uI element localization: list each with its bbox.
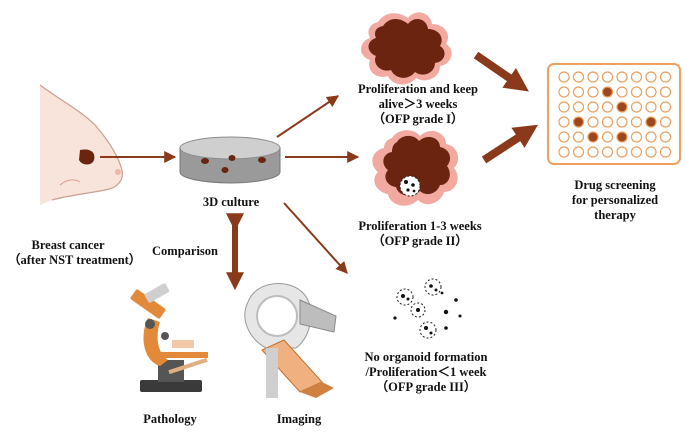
- plate-well: [659, 86, 672, 98]
- screening-line1: Drug screening: [574, 178, 656, 192]
- grade1-line2: alive＞3 weeks: [378, 97, 458, 111]
- source-label: Breast cancer （after NST treatment）: [8, 238, 142, 268]
- plate-well: [587, 86, 599, 98]
- plate-well: [659, 131, 672, 143]
- plate-well: [587, 71, 599, 83]
- plate-well: [558, 71, 570, 83]
- grade3-line3: （OFP grade III）: [375, 380, 477, 394]
- organoid-grade3-icon: [393, 278, 462, 339]
- plate-well: [630, 131, 643, 143]
- grade3-label: No organoid formation /Proliferation＜1 w…: [346, 350, 506, 395]
- source-label-line2: （after NST treatment）: [8, 253, 142, 267]
- plate-well: [572, 146, 585, 158]
- well-plate-icon: [547, 63, 681, 165]
- source-label-line1: Breast cancer: [31, 238, 105, 252]
- pathology-label: Pathology: [143, 412, 197, 426]
- microscope-icon: [130, 283, 208, 392]
- plate-well: [659, 146, 672, 158]
- plate-well: [558, 116, 570, 128]
- plate-well-filled: [572, 116, 585, 128]
- plate-well: [601, 71, 614, 83]
- grade2-line1: Proliferation 1-3 weeks: [358, 219, 482, 233]
- plate-well: [601, 146, 614, 158]
- plate-well: [630, 146, 643, 158]
- plate-well: [587, 146, 599, 158]
- plate-well: [558, 131, 570, 143]
- plate-well: [645, 101, 657, 113]
- grade2-label: Proliferation 1-3 weeks （OFP grade II）: [340, 219, 500, 249]
- plate-well: [601, 116, 614, 128]
- screening-label: Drug screening for personalized therapy: [556, 178, 674, 223]
- imaging-label: Imaging: [276, 412, 322, 426]
- comparison-label: Comparison: [152, 244, 218, 258]
- plate-well: [645, 86, 657, 98]
- plate-well: [645, 71, 657, 83]
- breast-illustration: [39, 84, 123, 205]
- plate-well: [645, 131, 657, 143]
- plate-well: [587, 101, 599, 113]
- plate-well: [572, 131, 585, 143]
- plate-well: [630, 116, 643, 128]
- plate-well: [659, 71, 672, 83]
- culture-dish-icon: [179, 136, 281, 184]
- arrow-grade2-to-plate: [481, 124, 539, 164]
- arrow-culture-to-grade1: [276, 95, 339, 138]
- plate-well: [659, 101, 672, 113]
- organoid-grade2-icon: [372, 130, 459, 206]
- organoid-grade1-icon: [361, 12, 452, 85]
- screening-line2: for personalized: [571, 193, 659, 207]
- plate-well: [645, 146, 657, 158]
- plate-well: [616, 146, 628, 158]
- plate-well: [616, 86, 628, 98]
- plate-well: [601, 131, 614, 143]
- plate-well: [616, 71, 628, 83]
- plate-well: [630, 101, 643, 113]
- grade1-label: Proliferation and keep alive＞3 weeks （OF…: [338, 82, 498, 127]
- plate-well: [587, 116, 599, 128]
- plate-well: [572, 101, 585, 113]
- plate-well-filled: [645, 116, 657, 128]
- plate-well: [558, 146, 570, 158]
- culture-label: 3D culture: [202, 195, 260, 209]
- plate-well: [572, 71, 585, 83]
- grade1-line3: （OFP grade I）: [372, 112, 464, 126]
- plate-well: [601, 101, 614, 113]
- grade3-line2: /Proliferation＜1 week: [365, 365, 487, 379]
- plate-well: [558, 101, 570, 113]
- plate-well-filled: [616, 101, 628, 113]
- plate-well: [630, 86, 643, 98]
- grade1-line1: Proliferation and keep: [358, 82, 478, 96]
- plate-well: [630, 71, 643, 83]
- plate-well: [572, 86, 585, 98]
- screening-line3: therapy: [594, 208, 636, 222]
- plate-well: [616, 116, 628, 128]
- plate-well-filled: [587, 131, 599, 143]
- plate-well: [659, 116, 672, 128]
- arrow-culture-to-grade3: [283, 202, 348, 274]
- grade3-line1: No organoid formation: [364, 350, 488, 364]
- ct-scanner-icon: [244, 283, 337, 398]
- arrow-grade1-to-plate: [473, 51, 529, 92]
- plate-well: [558, 86, 570, 98]
- plate-well-filled: [616, 131, 628, 143]
- grade2-line2: （OFP grade II）: [372, 234, 468, 248]
- plate-well-filled: [601, 86, 614, 98]
